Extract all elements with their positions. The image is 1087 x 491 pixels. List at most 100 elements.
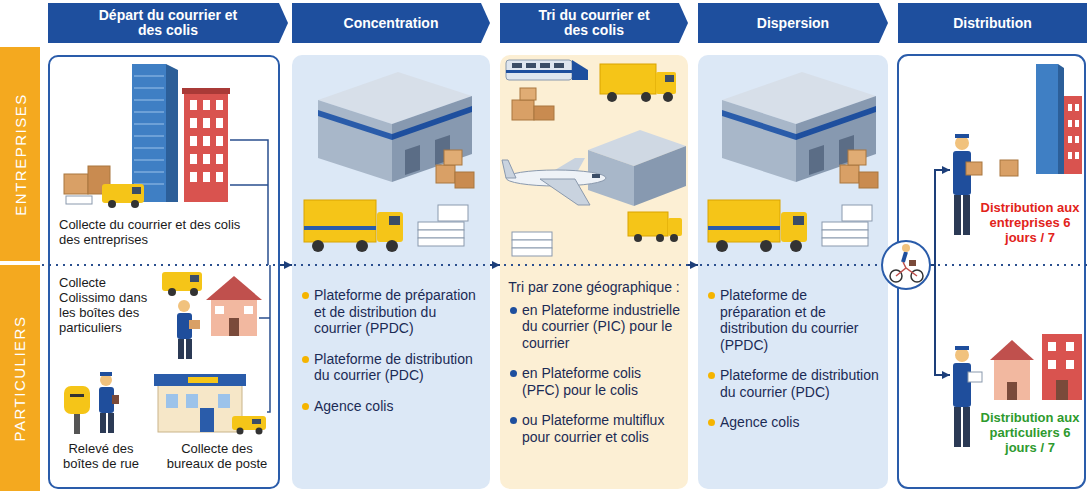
sorting-transport [540,63,550,68]
office-buildings [131,200,139,208]
home-delivery [1048,342,1056,351]
bullet-item: en Plateforme colis (PFC) pour le colis [522,365,680,398]
caption-slot: Collecte du courrier et des colis des en… [59,217,259,247]
cyclist-postman [882,241,930,289]
post-office [200,408,214,432]
business-delivery [953,64,1082,235]
office-buildings [88,166,110,194]
distribution-frame [898,55,1085,488]
street-mailbox [74,414,80,434]
sorting-transport [512,232,552,240]
business-delivery [1075,104,1079,111]
bullet-dot [510,307,517,314]
bullet-dot [708,419,715,426]
business-delivery [1036,64,1058,174]
office-buildings [190,100,197,110]
platform-building [436,165,455,183]
platform-building [418,238,464,246]
sorting-transport [588,130,686,166]
home-delivery [1056,380,1068,400]
office-buildings [102,184,144,203]
bullet-dot [302,403,309,410]
sorting-transport [512,240,552,248]
bullet-list: Plateforme de préparation et de distribu… [292,287,490,414]
home-delivery [955,346,969,350]
sorting-transport [540,179,590,205]
home-collection [178,339,184,359]
audience-band: PARTICULIERS [0,265,40,491]
office-buildings [66,196,92,204]
office-buildings [230,140,268,265]
street-mailbox [99,387,114,413]
platform-panel: Plateforme de préparation et de distribu… [292,55,490,489]
business-delivery [966,162,982,175]
bullet-dot [302,356,309,363]
office-buildings [134,124,164,125]
caption-slot: Collecte Colissimo dans les boîtes des p… [59,275,159,335]
bullet-row: Agence colis [292,398,490,415]
distribution-frame [898,55,1085,488]
sorting-transport [600,64,656,94]
cyclist-postman [911,270,923,282]
business-delivery [1075,136,1079,143]
bullet-row: en Plateforme colis (PFC) pour le colis [500,365,688,398]
home-collection [178,300,190,312]
caption: Collecte Colissimo dans les boîtes des p… [59,275,159,335]
platform-building [304,200,376,242]
home-collection [189,320,200,329]
home-delivery [953,334,1082,447]
sorting-transport [512,100,534,120]
caption: Relevé des boîtes de rue [56,441,146,471]
office-buildings [216,154,223,164]
office-buildings [216,100,223,110]
band-label: PARTICULIERS [12,315,29,441]
sorting-transport [607,92,617,102]
office-buildings [134,160,164,161]
business-delivery [955,136,969,150]
platform-building [444,150,462,165]
business-delivery [955,134,969,138]
sorting-transport [512,248,552,256]
bullet-dot [302,292,309,299]
sorting-transport [641,92,651,102]
sorting-transport [670,234,678,242]
business-delivery [1000,160,1018,176]
home-delivery [953,363,971,407]
stage-title: Dispersion [757,16,829,31]
distribution-target: Distribution aux entreprises 6 jours / 7 [950,125,1083,250]
stage-header: Distribution [898,3,1087,43]
chevron-shape [898,3,1087,43]
separator-line [42,265,1087,266]
platform-building [389,216,400,225]
home-delivery [1042,334,1082,400]
bullet-dot [510,417,517,424]
business-delivery [1068,152,1072,159]
sorting-transport [668,218,682,236]
band-label: ENTREPRISES [12,93,29,215]
sorting-transport [506,60,572,80]
office-buildings [134,100,164,101]
home-delivery [1066,360,1074,369]
cyclist-postman [902,244,910,252]
platform-panel: Plateforme de préparation et de distribu… [698,55,888,489]
platform-building [438,205,468,221]
platform-building [418,230,464,238]
sorting-transport [545,158,585,176]
post-office [188,377,218,383]
platform-building [304,72,474,252]
business-delivery [1068,136,1072,143]
home-delivery [1048,360,1056,369]
home-collection [186,339,192,359]
street-mailbox [100,413,106,433]
home-collection [162,272,202,291]
business-delivery [1064,96,1082,174]
chevron-shape [698,3,888,43]
bullet-list: Tri par zone géographique :en Plateforme… [500,279,688,445]
home-collection [162,272,262,359]
office-buildings [203,154,210,164]
distribution-label: Distribution aux particuliers 6 jours / … [978,410,1082,455]
bullet-item: Plateforme de distribution du courrier (… [720,367,880,400]
street-mailbox [64,386,90,414]
platform-building [392,96,472,182]
